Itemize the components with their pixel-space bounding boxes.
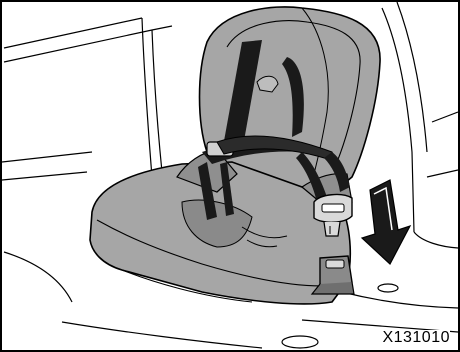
figure-code: X131010 xyxy=(379,330,450,346)
down-arrow-icon xyxy=(362,180,410,264)
